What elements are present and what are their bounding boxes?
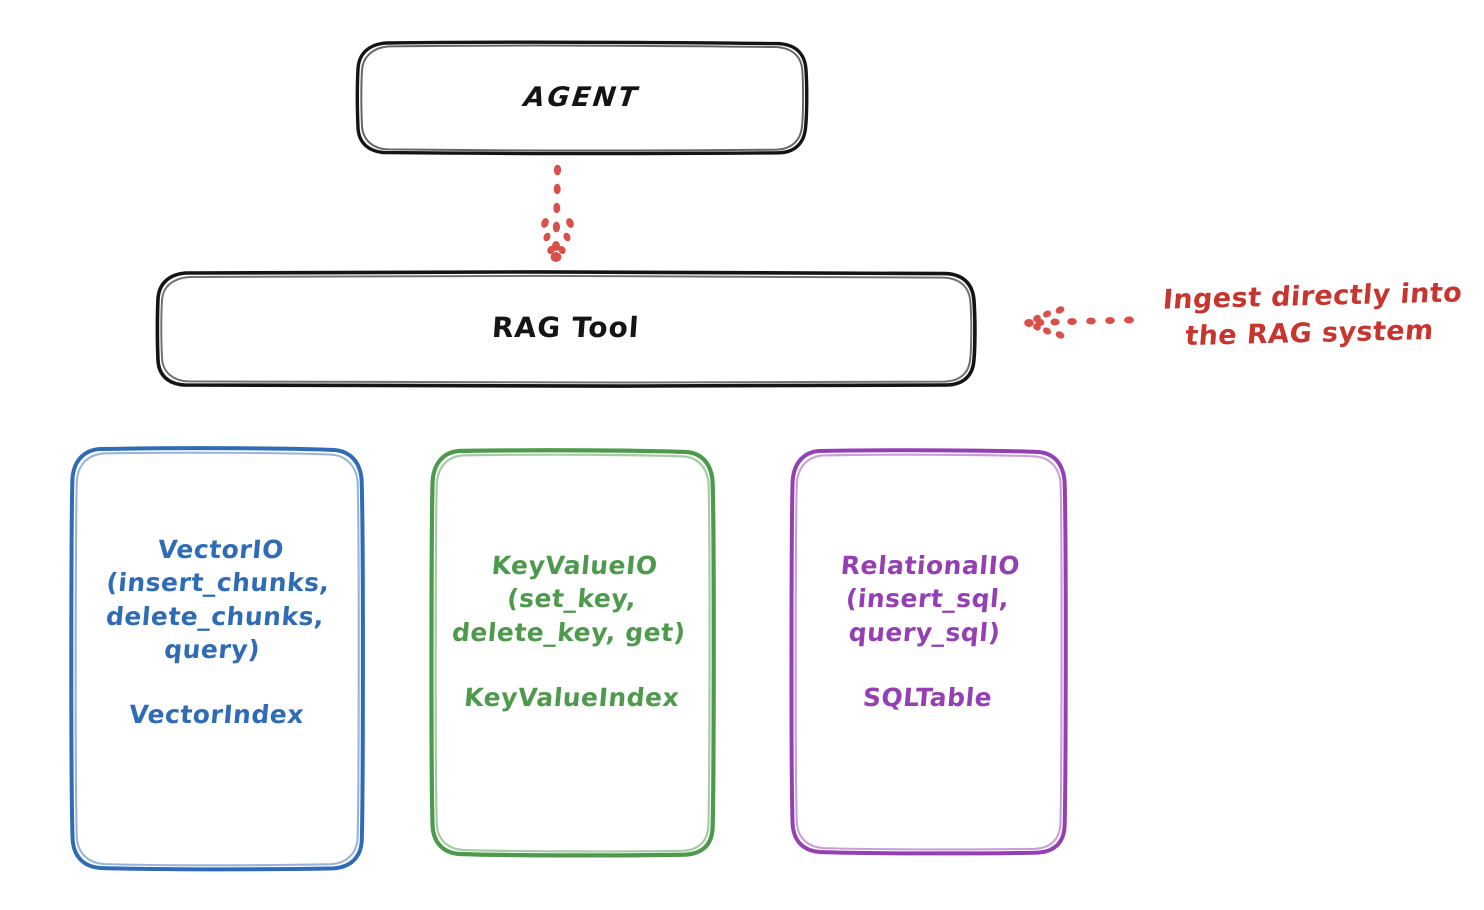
agent-node[interactable]: AGENT (357, 42, 807, 154)
relational-io-label: RelationalIO (insert_sql, query_sql) (839, 551, 1022, 647)
agent-box-outline (355, 40, 809, 156)
rag-tool-node[interactable]: RAG Tool (157, 272, 975, 384)
key-value-index-label: KeyValueIndex (462, 682, 681, 712)
rag-tool-label: RAG Tool (491, 311, 641, 345)
key-value-io-box-outline (429, 448, 716, 858)
sql-table-label: SQLTable (861, 682, 994, 712)
agent-label: AGENT (522, 81, 642, 113)
relational-io-content: RelationalIO (insert_sql, query_sql) SQL… (838, 450, 1022, 714)
vector-io-node[interactable]: VectorIO (insert_chunks, delete_chunks, … (70, 448, 363, 868)
relational-io-node[interactable]: RelationalIO (insert_sql, query_sql) SQL… (790, 450, 1065, 853)
key-value-io-node[interactable]: KeyValueIO (set_key, delete_key, get) Ke… (430, 450, 713, 855)
agent-to-rag-arrow (541, 164, 574, 262)
ingest-annotation-label: Ingest directly into the RAG system (1161, 277, 1464, 353)
vector-io-box-outline (69, 446, 365, 872)
key-value-io-content: KeyValueIO (set_key, delete_key, get) Ke… (451, 450, 688, 714)
rag-tool-box-outline (155, 270, 977, 388)
ingest-to-rag-arrow (1024, 306, 1134, 339)
vector-index-label: VectorIndex (127, 700, 306, 729)
vector-io-label: VectorIO (insert_chunks, delete_chunks, … (104, 535, 331, 664)
vector-io-content: VectorIO (insert_chunks, delete_chunks, … (105, 448, 331, 731)
key-value-io-label: KeyValueIO (set_key, delete_key, get) (450, 551, 687, 647)
relational-io-box-outline (789, 448, 1068, 856)
